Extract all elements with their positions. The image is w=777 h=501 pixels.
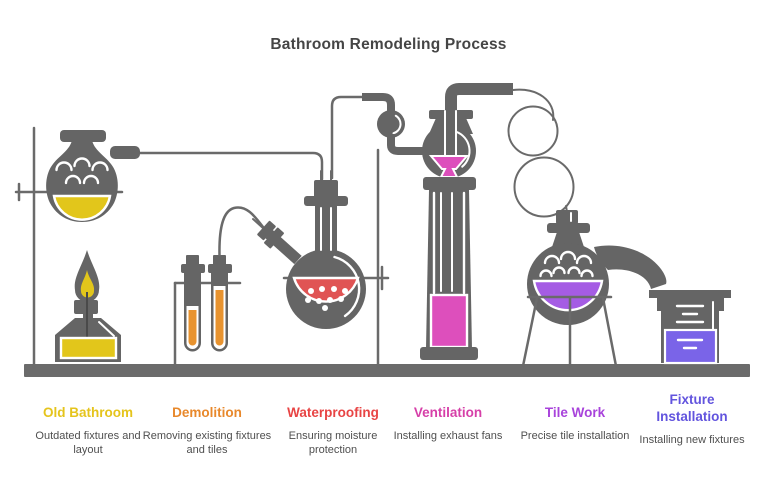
process-illustration: [14, 83, 750, 377]
bench: [24, 364, 750, 377]
stage-demolition: Demolition Removing existing fixtures an…: [142, 405, 272, 457]
stage-tile-work: Tile Work Precise tile installation: [510, 405, 640, 443]
stage-fixture-installation: Fixture Installation Installing new fixt…: [636, 392, 748, 447]
flask-and-burner-icon: [14, 126, 324, 369]
stage-caption: Ensuring moisture protection: [288, 429, 378, 457]
process-title: Bathroom Remodeling Process: [270, 36, 507, 53]
stage-heading: Ventilation: [413, 405, 483, 420]
stage-heading: Waterproofing: [287, 405, 379, 420]
stage-heading: Old Bathroom: [43, 405, 133, 420]
stage-waterproofing: Waterproofing Ensuring moisture protecti…: [268, 405, 398, 457]
stage-heading: Demolition: [172, 405, 242, 420]
test-tubes-icon: [173, 206, 265, 369]
coil-tube-icon: [507, 88, 575, 218]
stage-caption: Installing new fixtures: [639, 433, 745, 446]
stage-heading: Fixture Installation: [656, 392, 728, 424]
stage-caption: Installing exhaust fans: [393, 429, 503, 442]
beaker-icon: [649, 290, 731, 365]
stage-caption: Removing existing fixtures and tiles: [142, 429, 272, 457]
round-bottom-flask-icon: [252, 148, 390, 369]
stage-caption: Precise tile installation: [520, 429, 630, 442]
distillation-column-icon: [330, 83, 513, 360]
stage-caption: Outdated fixtures and layout: [35, 429, 141, 457]
retort-flask-icon: [521, 210, 667, 368]
stage-heading: Tile Work: [544, 405, 606, 420]
stage-ventilation: Ventilation Installing exhaust fans: [383, 405, 513, 443]
stage-old-bathroom: Old Bathroom Outdated fixtures and layou…: [23, 405, 153, 457]
